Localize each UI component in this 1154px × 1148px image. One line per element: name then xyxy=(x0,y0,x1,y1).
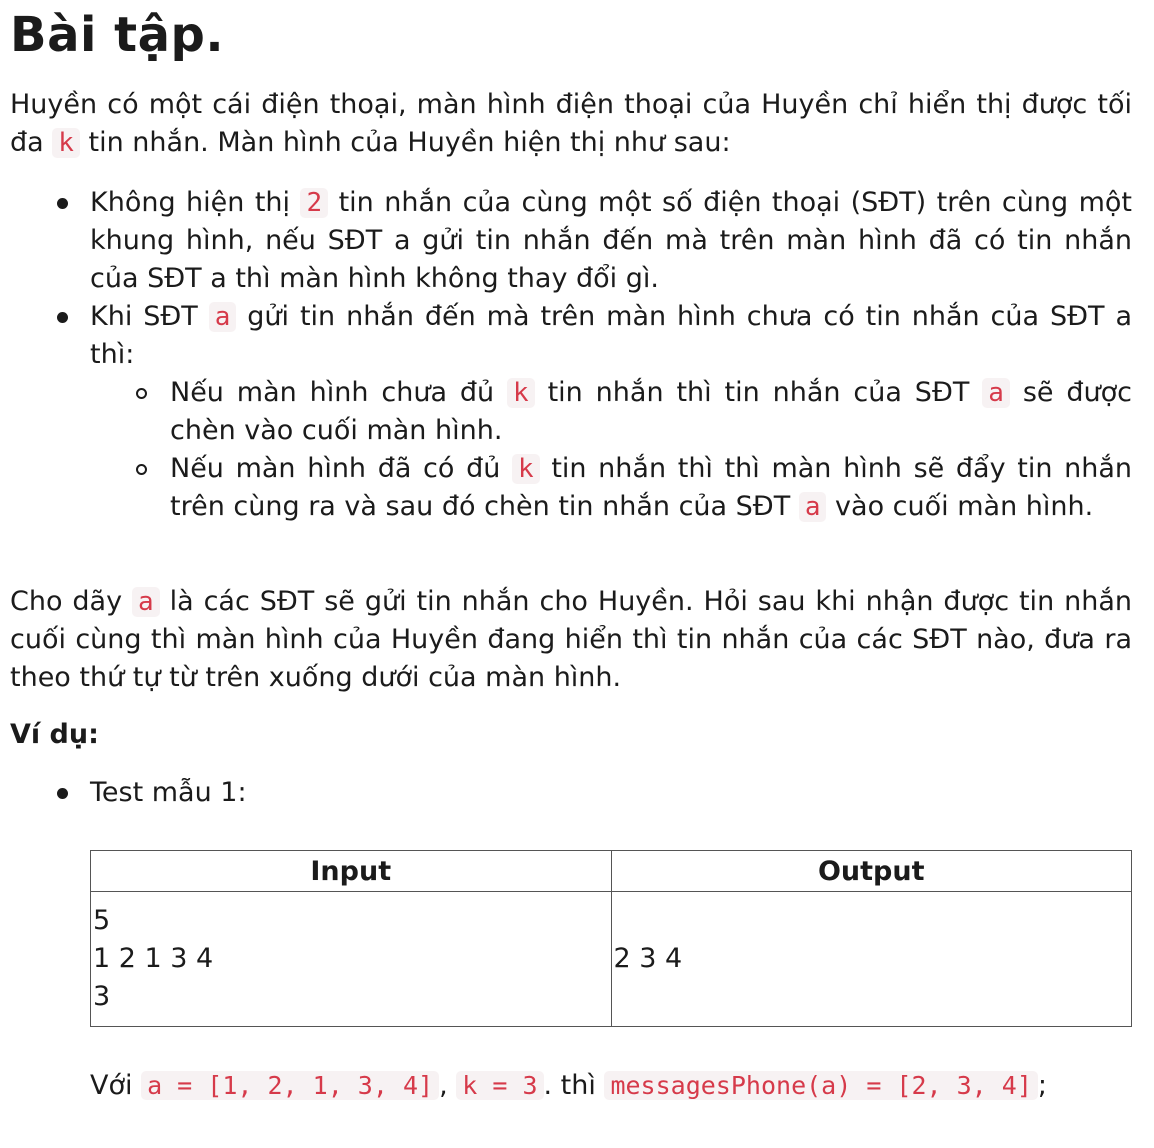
inline-code: 2 xyxy=(300,188,329,218)
sub1-text: sẽ được chèn vào cuối màn hình. xyxy=(170,377,1132,446)
rule2-text-end: gửi tin nhắn đến mà trên màn hình chưa c… xyxy=(90,301,1132,370)
input-cell: 5 1 2 1 3 4 3 xyxy=(90,891,612,1027)
rule1-text-end: tin nhắn của cùng một số điện thoại (SĐT… xyxy=(90,187,1132,294)
table-header-output: Output xyxy=(610,850,1132,892)
explanation-text: ; xyxy=(1037,1070,1047,1101)
inline-code-a: a xyxy=(132,587,160,617)
sample-table: Input Output 5 1 2 1 3 4 3 2 3 4 xyxy=(90,850,1132,1027)
input-line: 3 xyxy=(93,981,111,1012)
sub2-text: Nếu màn hình đã có đủ xyxy=(170,453,512,484)
explanation-paragraph: Với a = [1, 2, 1, 3, 4], k = 3. thì mess… xyxy=(90,1066,1132,1106)
sub1-text: Nếu màn hình chưa đủ xyxy=(170,377,508,408)
explanation-text: , xyxy=(439,1070,457,1101)
table-header-input: Input xyxy=(90,850,612,892)
inline-code: a xyxy=(208,302,237,332)
explanation-text: Với xyxy=(90,1070,142,1101)
inline-code: a xyxy=(982,378,1010,408)
sub1-text: tin nhắn thì tin nhắn của SĐT xyxy=(534,377,983,408)
output-cell: 2 3 4 xyxy=(610,891,1132,1027)
question-text-end: là các SĐT sẽ gửi tin nhắn cho Huyền. Hỏ… xyxy=(10,586,1132,693)
sub-list-item: Nếu màn hình đã có đủ k tin nhắn thì thì… xyxy=(136,450,1132,526)
input-line: 5 xyxy=(93,905,111,936)
list-item: Test mẫu 1: xyxy=(57,774,1132,812)
inline-code: k xyxy=(507,378,535,408)
test-list: Test mẫu 1: xyxy=(57,774,1132,812)
inline-code: a = [1, 2, 1, 3, 4] xyxy=(141,1071,440,1100)
example-heading: Ví dụ: xyxy=(10,719,99,750)
inline-code: k xyxy=(512,454,540,484)
input-line: 1 2 1 3 4 xyxy=(93,943,214,974)
rules-list: Không hiện thị 2 tin nhắn của cùng một s… xyxy=(57,184,1132,526)
list-item: Không hiện thị 2 tin nhắn của cùng một s… xyxy=(57,184,1132,298)
list-item: Khi SĐT a gửi tin nhắn đến mà trên màn h… xyxy=(57,298,1132,526)
inline-code: a xyxy=(798,492,827,522)
intro-paragraph: Huyền có một cái điện thoại, màn hình đi… xyxy=(10,86,1132,162)
sub2-text: vào cuối màn hình. xyxy=(826,491,1094,522)
sub2-text: tin nhắn thì thì màn hình sẽ đẩy tin nhắ… xyxy=(170,453,1132,522)
intro-text-end: tin nhắn. Màn hình của Huyền hiện thị nh… xyxy=(79,127,731,158)
intro-text: Huyền có một cái điện thoại, màn hình đi… xyxy=(10,89,1132,158)
rule2-text: Khi SĐT xyxy=(90,301,209,332)
inline-code-k: k xyxy=(52,128,80,158)
inline-code: messagesPhone(a) = [2, 3, 4] xyxy=(604,1071,1038,1100)
table-header-row: Input Output xyxy=(90,850,1132,892)
sub-rules-list: Nếu màn hình chưa đủ k tin nhắn thì tin … xyxy=(90,374,1132,526)
table-row: 5 1 2 1 3 4 3 2 3 4 xyxy=(90,891,1132,1027)
page-title: Bài tập. xyxy=(10,7,225,63)
question-text: Cho dãy xyxy=(10,586,133,617)
inline-code: k = 3 xyxy=(456,1071,544,1100)
question-paragraph: Cho dãy a là các SĐT sẽ gửi tin nhắn cho… xyxy=(10,583,1132,697)
rule1-text: Không hiện thị xyxy=(90,187,301,218)
sub-list-item: Nếu màn hình chưa đủ k tin nhắn thì tin … xyxy=(136,374,1132,450)
explanation-text: . thì xyxy=(543,1070,605,1101)
